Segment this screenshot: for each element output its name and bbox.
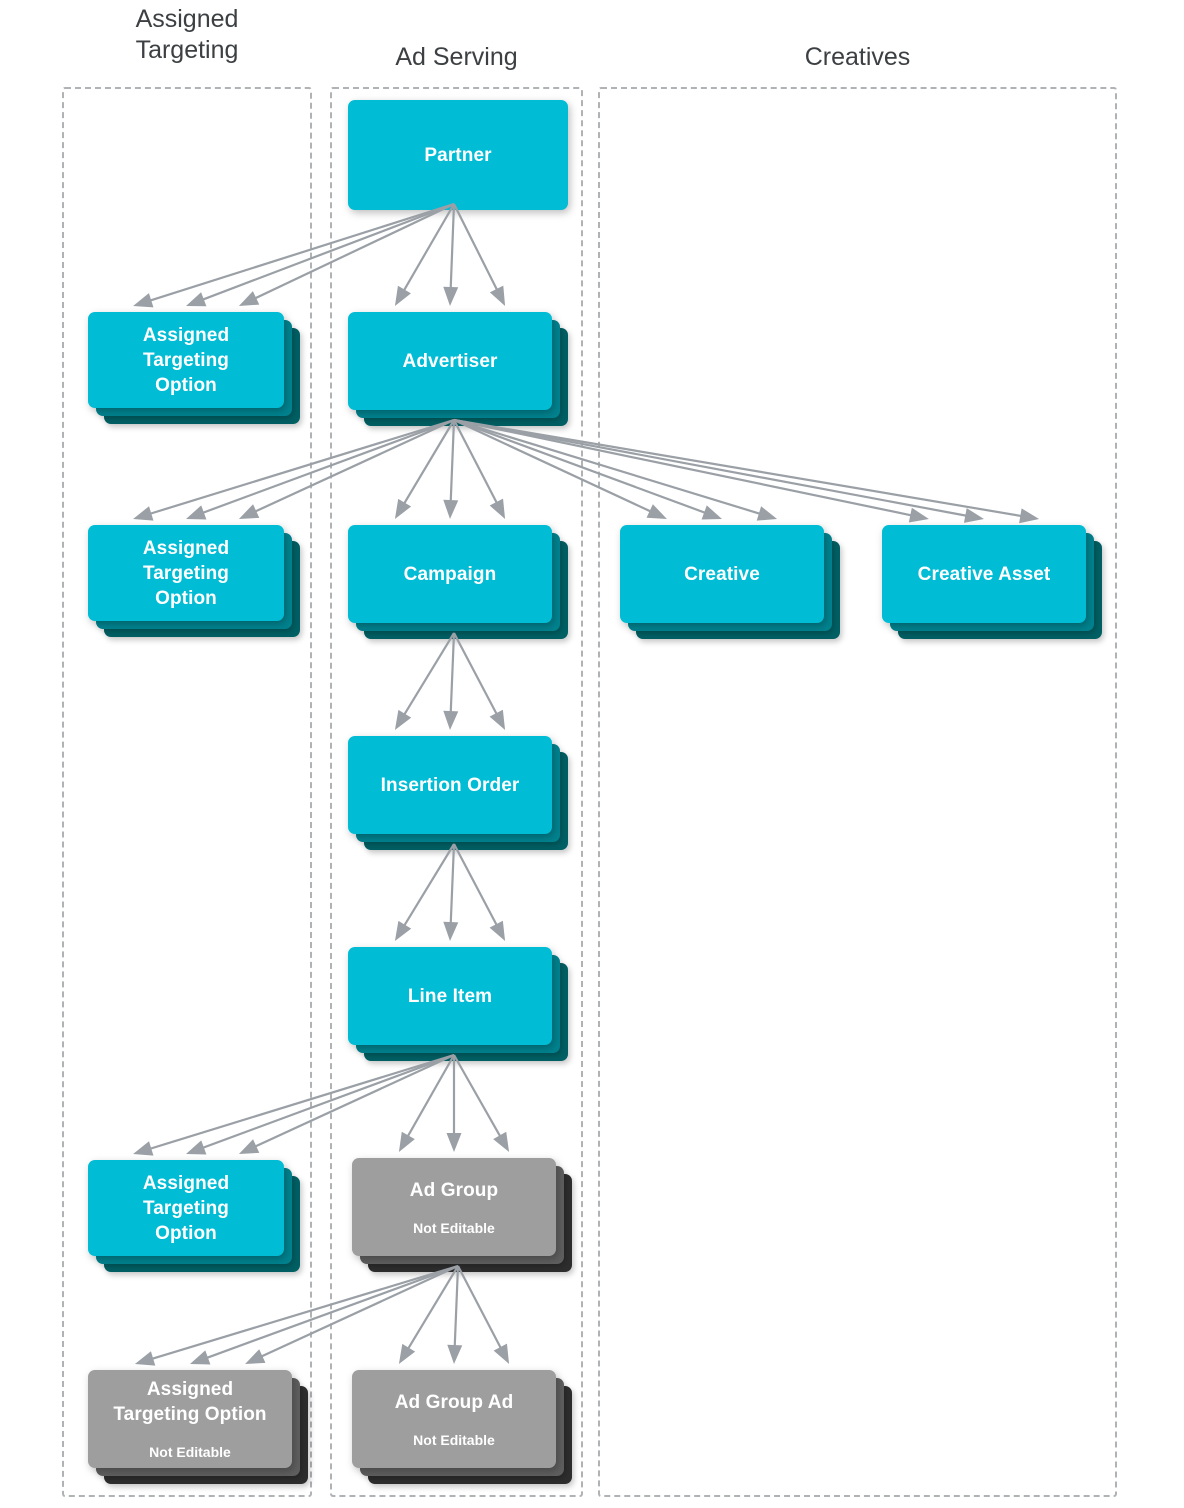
node-not-editable-label: Not Editable	[413, 1219, 495, 1236]
node-label: Assigned Targeting Option	[142, 1172, 230, 1244]
node-assigned-targeting-option-partner[interactable]: Assigned Targeting Option	[88, 312, 300, 424]
column-header-creatives: Creatives	[804, 43, 911, 71]
node-label: Assigned Targeting Option	[142, 324, 230, 396]
node-ad-group-ad[interactable]: Ad Group Ad Not Editable	[352, 1370, 572, 1484]
node-not-editable-label: Not Editable	[149, 1444, 231, 1460]
group-container-ad-serving	[330, 87, 583, 1497]
node-assigned-targeting-option-ad-group[interactable]: Assigned Targeting Option Not Editable	[88, 1370, 308, 1484]
node-label: Campaign	[403, 563, 497, 585]
node-creative-asset[interactable]: Creative Asset	[882, 525, 1102, 639]
node-insertion-order[interactable]: Insertion Order	[348, 736, 568, 850]
column-header-ad-serving: Ad Serving	[395, 43, 518, 71]
node-assigned-targeting-option-line-item[interactable]: Assigned Targeting Option	[88, 1160, 300, 1272]
node-partner[interactable]: Partner	[348, 100, 568, 210]
node-ad-group[interactable]: Ad Group Not Editable	[352, 1158, 572, 1272]
node-label: Partner	[424, 144, 492, 166]
group-container-assigned-targeting	[62, 87, 312, 1497]
group-container-creatives	[598, 87, 1117, 1497]
node-label: Creative Asset	[917, 563, 1051, 585]
node-label: Assigned Targeting Option	[142, 537, 230, 609]
node-label: Creative	[684, 563, 760, 585]
node-creative[interactable]: Creative	[620, 525, 840, 639]
node-label: Advertiser	[402, 350, 498, 372]
column-header-assigned-targeting: Assigned Targeting	[135, 5, 239, 64]
node-not-editable-label: Not Editable	[413, 1431, 495, 1448]
node-label: Ad Group Ad	[394, 1391, 514, 1413]
node-label: Assigned Targeting Option	[113, 1379, 267, 1425]
node-assigned-targeting-option-advertiser[interactable]: Assigned Targeting Option	[88, 525, 300, 637]
node-line-item[interactable]: Line Item	[348, 947, 568, 1061]
node-advertiser[interactable]: Advertiser	[348, 312, 568, 426]
node-campaign[interactable]: Campaign	[348, 525, 568, 639]
node-label: Line Item	[407, 985, 493, 1007]
node-label: Ad Group	[409, 1179, 499, 1201]
node-label: Insertion Order	[380, 774, 520, 796]
